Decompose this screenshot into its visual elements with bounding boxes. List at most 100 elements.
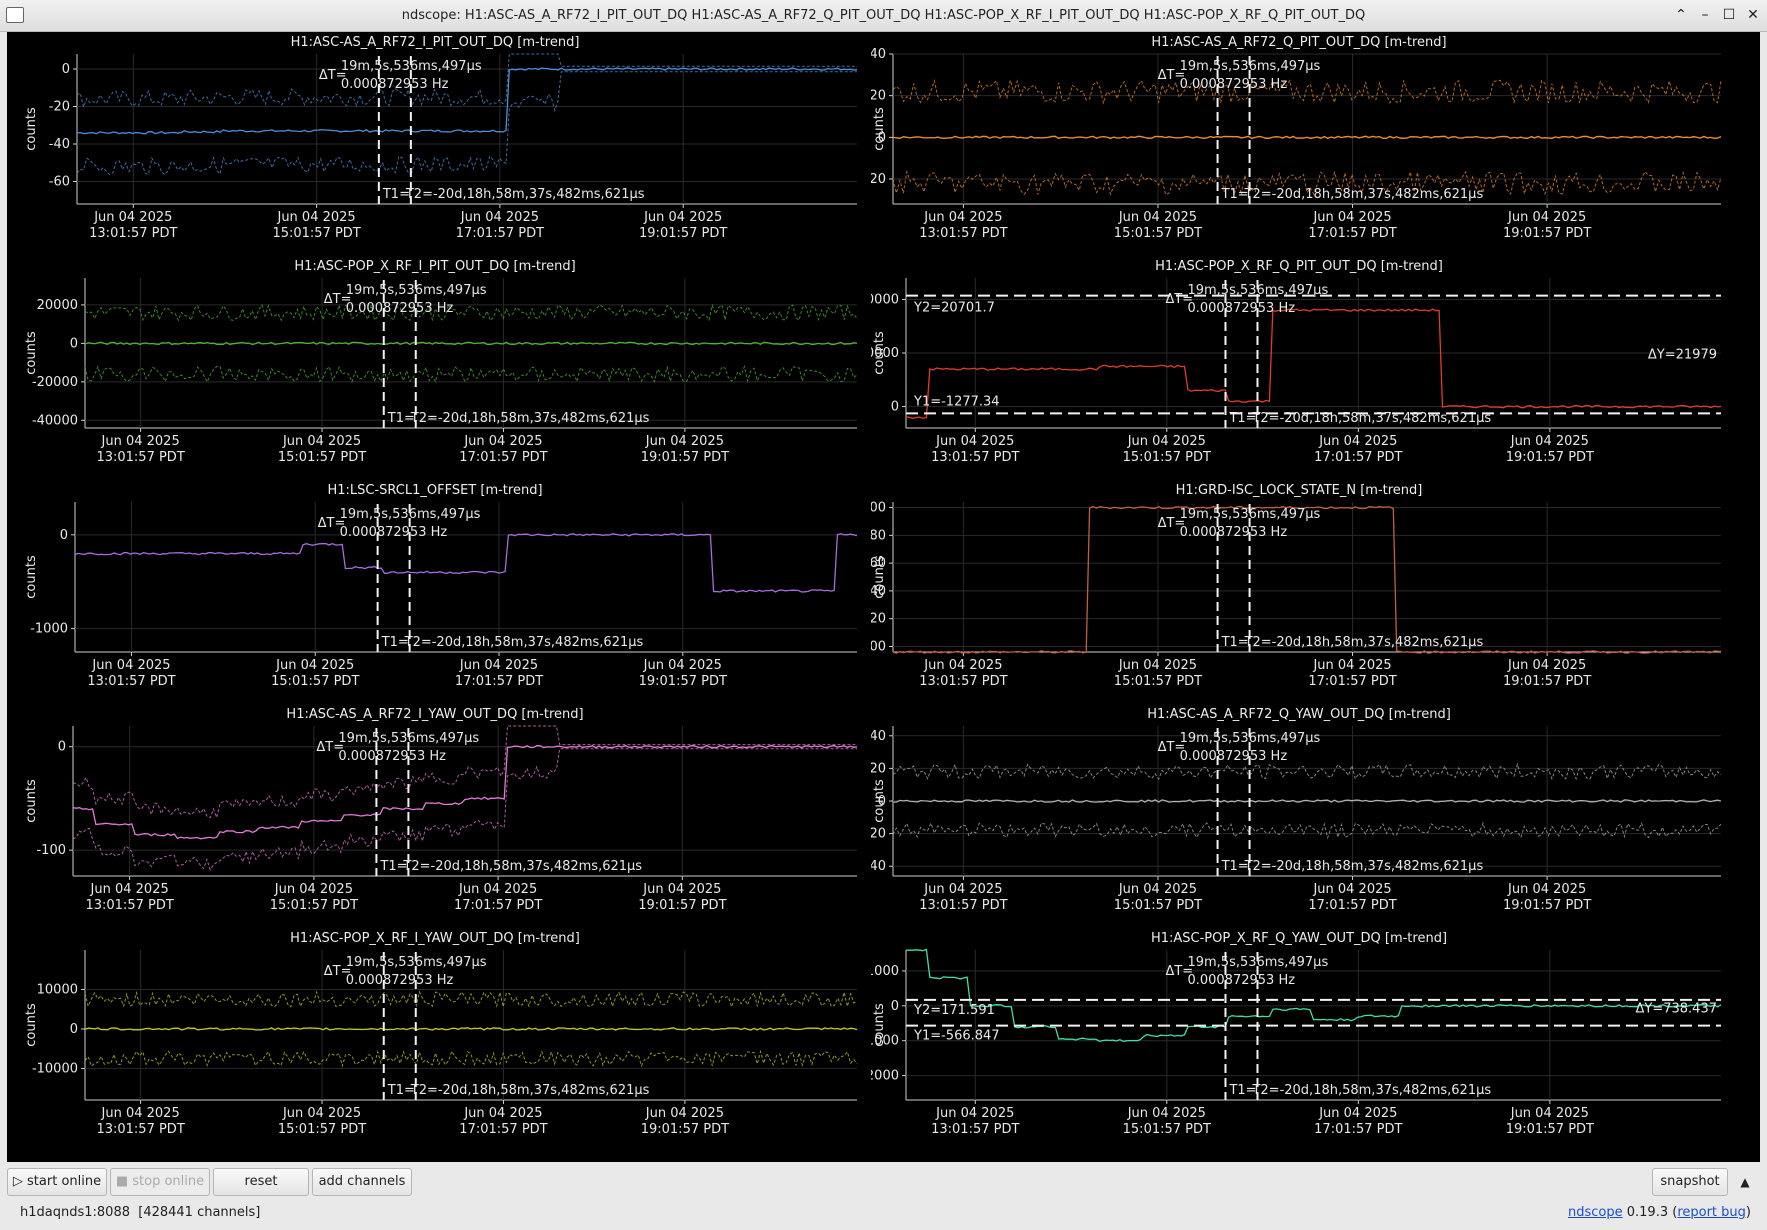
delta-t-value: 19m,5s,536ms,497µs [346,955,487,970]
plot-panel[interactable]: H1:ASC-POP_X_RF_I_PIT_OUT_DQ [m-trend]20… [7,256,863,466]
y-tick-label: 0 [891,400,899,415]
x-tick-time: 19:01:57 PDT [641,1122,729,1137]
x-tick-time: 19:01:57 PDT [638,898,726,913]
x-tick-time: 17:01:57 PDT [456,226,544,241]
start-online-button[interactable]: ▷ start online [7,1168,107,1196]
x-tick-time: 13:01:57 PDT [931,450,1019,465]
report-bug-link[interactable]: report bug [1677,1205,1746,1220]
server-address: h1daqnds1:8088 [20,1205,130,1220]
frequency-value: 0.000872953 Hz [1187,973,1295,988]
y-tick-label: 20 [871,89,886,104]
series-envelope-line [84,1049,858,1068]
x-tick-date: Jun 04 2025 [91,658,170,673]
x-tick-date: Jun 04 2025 [460,210,539,225]
x-tick-time: 17:01:57 PDT [1314,1122,1402,1137]
plot-panel[interactable]: H1:ASC-POP_X_RF_Q_PIT_OUT_DQ [m-trend]20… [871,256,1727,466]
delta-t-value: 19m,5s,536ms,497µs [1180,59,1321,74]
x-tick-time: 19:01:57 PDT [639,226,727,241]
plot-panel[interactable]: H1:ASC-AS_A_RF72_I_PIT_OUT_DQ [m-trend]0… [7,32,863,242]
delta-t-label: ΔT= [1165,964,1193,979]
collapse-window-button[interactable]: ⌃ [1675,7,1687,23]
x-tick-date: Jun 04 2025 [282,434,361,449]
frequency-value: 0.000872953 Hz [346,301,454,316]
x-tick-date: Jun 04 2025 [1507,210,1586,225]
y-tick-label: 40 [871,729,886,744]
stop-online-button[interactable]: ■ stop online [110,1168,210,1196]
t1-label: T1= [1228,411,1256,426]
add-channels-button[interactable]: add channels [312,1168,412,1196]
y-tick-label: -1000 [871,1034,899,1049]
x-tick-date: Jun 04 2025 [1318,434,1397,449]
ndscope-link[interactable]: ndscope [1567,1205,1623,1220]
x-tick-time: 19:01:57 PDT [1503,226,1591,241]
x-tick-date: Jun 04 2025 [935,434,1014,449]
y-axis-label: counts [24,779,39,823]
stop-online-label: stop online [132,1174,205,1189]
y-tick-label: 10000 [871,346,899,361]
plot-panel[interactable]: H1:ASC-POP_X_RF_Q_YAW_OUT_DQ [m-trend]10… [871,928,1727,1138]
plot-canvas[interactable]: 700680660640620600countsJun 04 202513:01… [871,480,1727,690]
y-tick-label: 0 [62,62,70,77]
channel-count: [428441 channels] [138,1205,261,1220]
delta-t-value: 19m,5s,536ms,497µs [340,507,481,522]
minimize-window-button[interactable]: – [1701,7,1709,23]
y-tick-label: 40 [871,47,886,62]
close-window-button[interactable]: ✕ [1747,7,1759,23]
t1-label: T1= [1221,859,1249,874]
plot-panel[interactable]: H1:GRD-ISC_LOCK_STATE_N [m-trend]7006806… [871,480,1727,690]
y-tick-label: -20 [49,100,70,115]
x-tick-date: Jun 04 2025 [923,658,1002,673]
plot-panel[interactable]: H1:ASC-AS_A_RF72_Q_PIT_OUT_DQ [m-trend]4… [871,32,1727,242]
x-tick-date: Jun 04 2025 [642,882,721,897]
x-tick-time: 15:01:57 PDT [278,1122,366,1137]
t1-label: T1= [381,635,409,650]
y-tick-label: 0 [70,1022,78,1037]
x-tick-time: 13:01:57 PDT [96,1122,184,1137]
x-tick-time: 19:01:57 PDT [1503,674,1591,689]
frequency-value: 0.000872953 Hz [338,749,446,764]
y1-cursor-label: Y1=-566.847 [913,1029,1000,1044]
y-axis-label: counts [872,107,887,151]
reset-button[interactable]: reset [213,1168,309,1196]
plot-panel[interactable]: H1:ASC-POP_X_RF_I_YAW_OUT_DQ [m-trend]10… [7,928,863,1138]
x-tick-time: 15:01:57 PDT [1114,898,1202,913]
plot-grid[interactable]: H1:ASC-AS_A_RF72_I_PIT_OUT_DQ [m-trend]0… [7,32,1760,1162]
frequency-value: 0.000872953 Hz [346,973,454,988]
y-tick-label: 1000 [871,964,899,979]
x-tick-date: Jun 04 2025 [1507,882,1586,897]
x-tick-date: Jun 04 2025 [101,1106,180,1121]
plot-panel[interactable]: H1:ASC-AS_A_RF72_I_YAW_OUT_DQ [m-trend]0… [7,704,863,914]
x-tick-date: Jun 04 2025 [1318,1106,1397,1121]
maximize-window-button[interactable]: ☐ [1722,7,1736,23]
x-tick-date: Jun 04 2025 [645,1106,724,1121]
y-axis-label: counts [872,331,887,375]
x-tick-time: 13:01:57 PDT [96,450,184,465]
plot-title: H1:GRD-ISC_LOCK_STATE_N [m-trend] [1175,483,1423,498]
snapshot-button[interactable]: snapshot [1652,1168,1728,1196]
y-tick-label: -20000 [32,375,78,390]
y2-cursor-label: Y2=20701.7 [913,301,995,316]
x-tick-time: 13:01:57 PDT [919,226,1007,241]
delta-t-label: ΔT= [1158,68,1186,83]
expand-panel-button[interactable]: ▲ [1740,1175,1750,1189]
plot-title: H1:ASC-POP_X_RF_Q_YAW_OUT_DQ [m-trend] [1150,931,1448,946]
plot-panel[interactable]: H1:ASC-AS_A_RF72_Q_YAW_OUT_DQ [m-trend]4… [871,704,1727,914]
x-tick-time: 17:01:57 PDT [1308,674,1396,689]
x-tick-time: 13:01:57 PDT [919,674,1007,689]
y-tick-label: -20 [871,827,886,842]
x-tick-date: Jun 04 2025 [93,210,172,225]
series-envelope-line [84,303,858,322]
series-envelope-line [76,53,857,109]
y-tick-label: -100 [36,843,66,858]
x-tick-date: Jun 04 2025 [90,882,169,897]
